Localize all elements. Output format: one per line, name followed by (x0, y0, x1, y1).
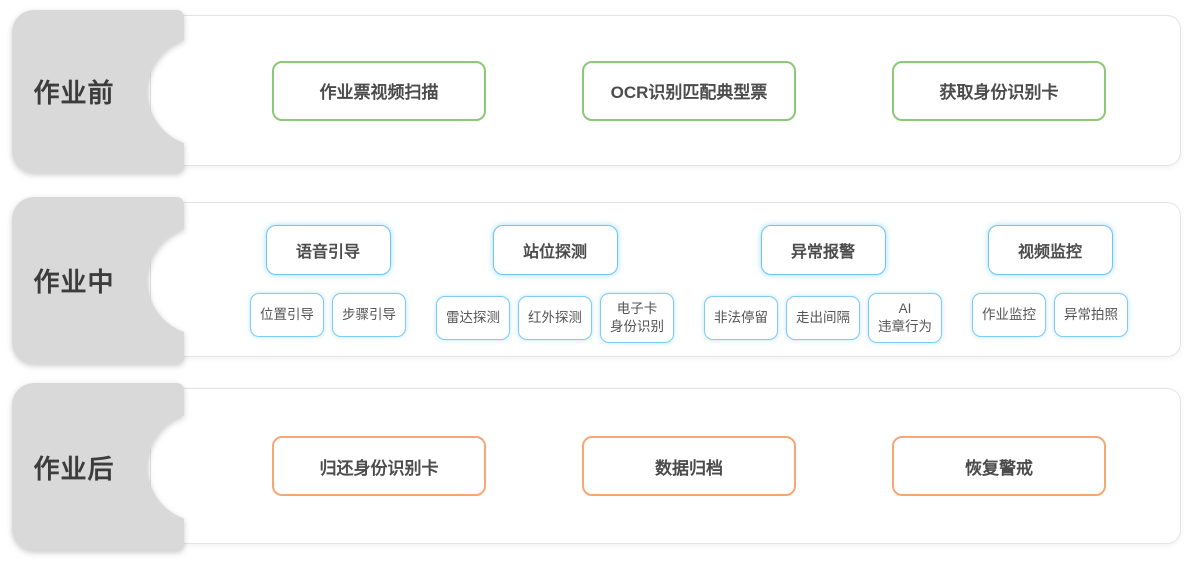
node-ai-violation-behavior: AI 违章行为 (868, 293, 942, 344)
node-return-id-card: 归还身份识别卡 (272, 436, 486, 496)
node-voice-guidance: 语音引导 (265, 225, 391, 275)
group-video-monitoring: 视频监控 作业监控 异常拍照 (972, 225, 1128, 356)
phase-label-before-wrap: 作业前 (12, 10, 184, 173)
node-work-ticket-video-scan: 作业票视频扫描 (272, 60, 486, 121)
phase-label-before: 作业前 (12, 10, 184, 173)
sub-row: 位置引导 步骤引导 (250, 293, 406, 337)
node-leave-bay: 走出间隔 (786, 296, 860, 341)
node-get-id-card: 获取身份识别卡 (892, 60, 1106, 121)
sub-row: 非法停留 走出间隔 AI 违章行为 (704, 293, 942, 344)
phase-label-after-wrap: 作业后 (12, 383, 184, 551)
phase-row-during: 语音引导 位置引导 步骤引导 站位探测 雷达探测 红外探测 电子卡 身份识别 异… (0, 197, 1200, 364)
phase-label-during-wrap: 作业中 (12, 197, 184, 364)
sub-row: 作业监控 异常拍照 (972, 293, 1128, 337)
phase-row-before: 作业票视频扫描 OCR识别匹配典型票 获取身份识别卡 作业前 (0, 10, 1200, 173)
phase-label-during: 作业中 (12, 197, 184, 364)
phase-panel-content: 归还身份识别卡 数据归档 恢复警戒 (151, 389, 1180, 543)
node-abnormal-alarm: 异常报警 (760, 225, 886, 275)
node-work-monitoring: 作业监控 (972, 293, 1046, 337)
group-position-detection: 站位探测 雷达探测 红外探测 电子卡 身份识别 (436, 225, 674, 356)
phase-panel-after: 归还身份识别卡 数据归档 恢复警戒 (150, 388, 1181, 544)
node-illegal-stay: 非法停留 (704, 296, 778, 341)
node-ocr-match-typical-ticket: OCR识别匹配典型票 (582, 60, 796, 121)
group-voice-guidance: 语音引导 位置引导 步骤引导 (250, 225, 406, 356)
node-step-guidance: 步骤引导 (332, 293, 406, 337)
sub-row: 雷达探测 红外探测 电子卡 身份识别 (436, 293, 674, 344)
node-position-detection: 站位探测 (492, 225, 618, 275)
node-restore-alert: 恢复警戒 (892, 436, 1106, 496)
group-abnormal-alarm: 异常报警 非法停留 走出间隔 AI 违章行为 (704, 225, 942, 356)
node-radar-detection: 雷达探测 (436, 296, 510, 341)
node-abnormal-snapshot: 异常拍照 (1054, 293, 1128, 337)
phase-row-after: 归还身份识别卡 数据归档 恢复警戒 作业后 (0, 383, 1200, 551)
node-ecard-identification: 电子卡 身份识别 (600, 293, 674, 344)
node-position-guidance: 位置引导 (250, 293, 324, 337)
phase-panel-during: 语音引导 位置引导 步骤引导 站位探测 雷达探测 红外探测 电子卡 身份识别 异… (150, 202, 1181, 357)
node-data-archive: 数据归档 (582, 436, 796, 496)
phase-label-after: 作业后 (12, 383, 184, 551)
node-infrared-detection: 红外探测 (518, 296, 592, 341)
phase-panel-content: 语音引导 位置引导 步骤引导 站位探测 雷达探测 红外探测 电子卡 身份识别 异… (151, 203, 1180, 356)
node-video-monitoring: 视频监控 (987, 225, 1113, 275)
phase-panel-before: 作业票视频扫描 OCR识别匹配典型票 获取身份识别卡 (150, 15, 1181, 166)
phase-panel-content: 作业票视频扫描 OCR识别匹配典型票 获取身份识别卡 (151, 16, 1180, 165)
